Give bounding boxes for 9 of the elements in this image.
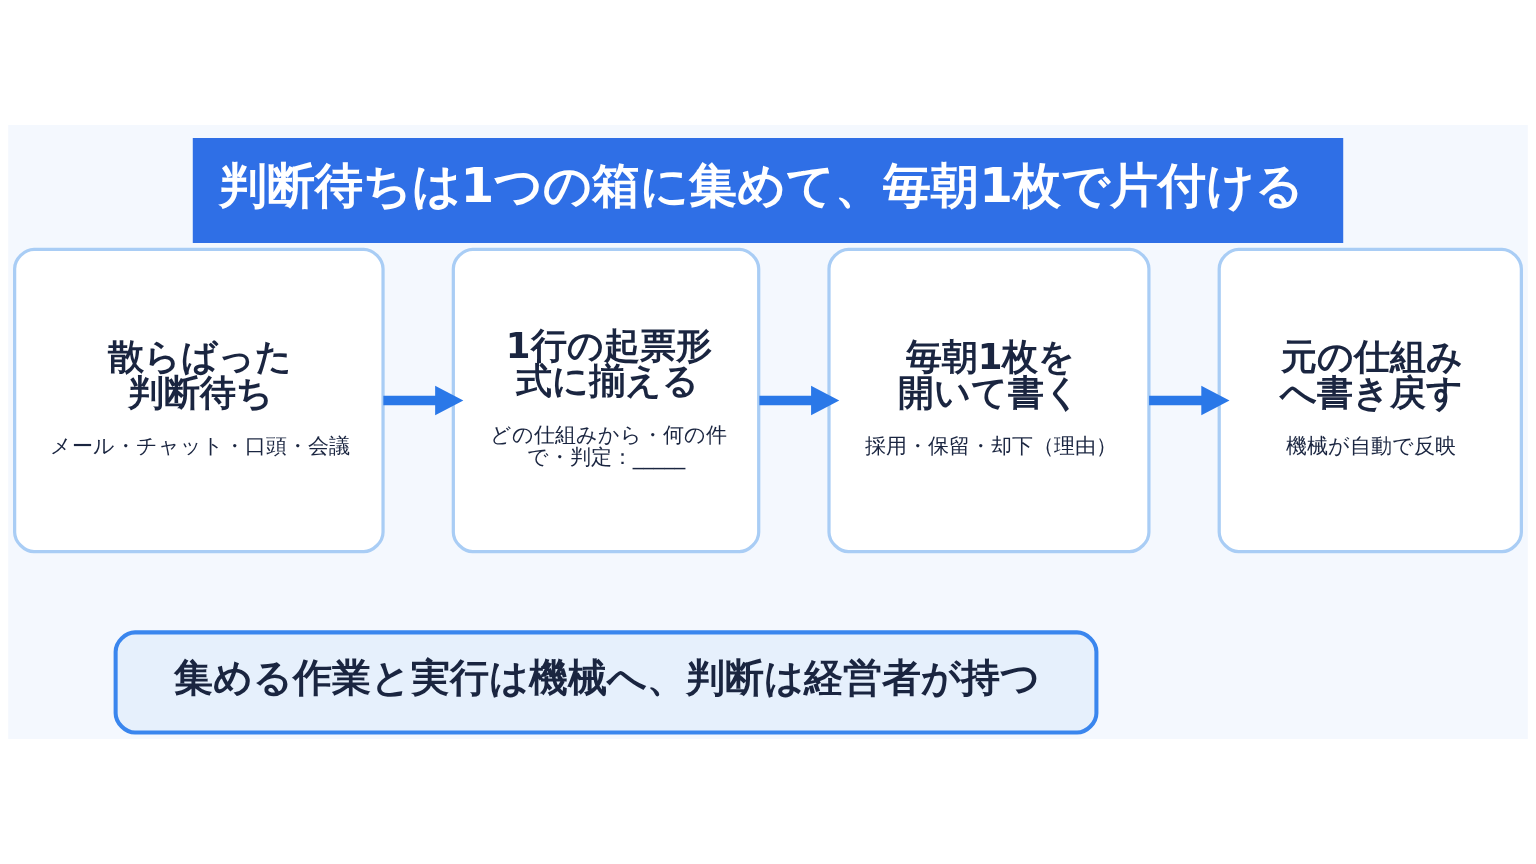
arrow (383, 385, 464, 416)
arrow (759, 385, 840, 416)
node-box: 1行の起票形式に揃える どの仕組みから・何の件で・判定：_____ (451, 247, 761, 554)
arrow (1149, 385, 1230, 416)
node-box: 集める作業と実行は機械へ、判断は経営者が持つ (113, 630, 1099, 735)
node-box: 毎朝1枚を開いて書く 採用・保留・却下（理由） (827, 247, 1151, 554)
node-box: 元の仕組みへ書き戻す 機械が自動で反映 (1217, 247, 1523, 554)
node-box: 散らばった判断待ち メール・チャット・口頭・会議 (13, 247, 385, 554)
diagram-title: 判断待ちは1つの箱に集めて、毎朝1枚で片付ける (218, 156, 1305, 213)
